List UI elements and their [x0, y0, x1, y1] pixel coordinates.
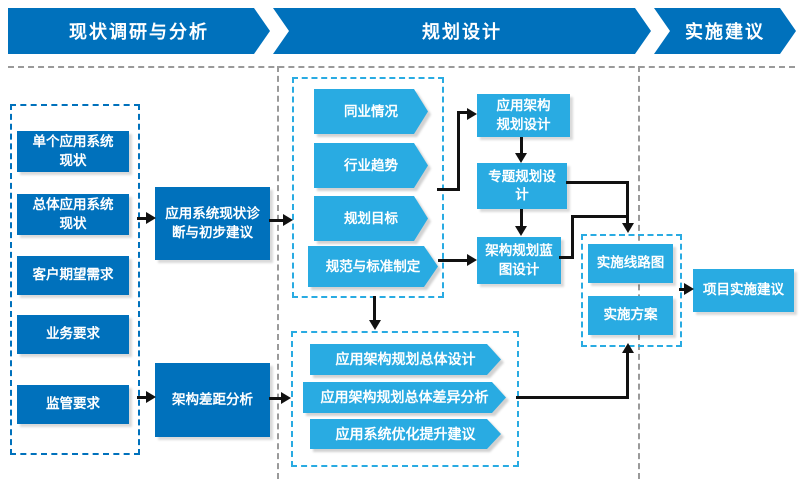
- chevron-optimization-label: 应用系统优化提升建议: [335, 425, 476, 442]
- box-app-arch-design-label: 应用架构 规划设计: [496, 98, 551, 132]
- phase-header: 现状调研与分析 规划设计 实施建议: [8, 8, 796, 54]
- phase-tab-planning: 规划设计: [273, 8, 651, 54]
- connector-blueprint-to-impl-h1: [559, 256, 574, 259]
- box-impl-plan: 实施方案: [588, 296, 673, 335]
- connector-special-to-blueprint: [520, 209, 523, 227]
- box-customer-expectations: 客户期望需求: [17, 256, 129, 295]
- box-roadmap-label: 实施线路图: [596, 255, 665, 271]
- survey-inputs-group: [10, 104, 140, 455]
- chevron-industry-trends-label: 行业趋势: [344, 157, 398, 173]
- arrowhead-impl-to-proposal: [684, 283, 694, 295]
- connector-research-to-overall: [373, 296, 376, 322]
- box-regulatory-requirements: 监管要求: [17, 385, 129, 424]
- arrowhead-diagnosis-to-research: [283, 214, 293, 226]
- arrowhead-inputs-to-gap: [146, 391, 156, 403]
- chevron-industry-peers: 同业情况: [314, 89, 428, 134]
- box-overall-app-status: 总体应用系统 现状: [17, 194, 129, 235]
- phase-tab-implementation: 实施建议: [654, 8, 796, 54]
- box-regulatory-requirements-label: 监管要求: [46, 396, 100, 412]
- box-impl-plan-label: 实施方案: [603, 307, 658, 323]
- phase-implementation-label: 实施建议: [685, 22, 765, 42]
- connector-diagnosis-to-research: [269, 219, 284, 222]
- connector-inputs-to-gap: [137, 396, 148, 399]
- box-gap-analysis-label: 架构差距分析: [172, 391, 253, 407]
- connector-overall-to-impl-h: [516, 396, 629, 399]
- box-overall-app-status-label: 总体应用系统 现状: [32, 197, 114, 231]
- chevron-planning-goals: 规划目标: [314, 196, 428, 241]
- arrowhead-overall-to-impl: [622, 343, 634, 353]
- box-gap-analysis: 架构差距分析: [155, 363, 270, 437]
- connector-archdesign-to-special: [520, 137, 523, 154]
- chevron-overall-gap: 应用架构规划总体差异分析: [303, 382, 506, 413]
- box-roadmap: 实施线路图: [588, 244, 673, 283]
- phase-tab-survey: 现状调研与分析: [8, 8, 270, 54]
- box-special-planning: 专题规划设 计: [477, 163, 567, 209]
- phase-survey-label: 现状调研与分析: [69, 22, 209, 42]
- arrowhead-gap-to-overall: [281, 392, 291, 404]
- box-project-proposal: 项目实施建议: [693, 269, 794, 312]
- arrowhead-standards-to-blueprint: [467, 254, 477, 266]
- arrowhead-archdesign-to-special: [515, 153, 527, 163]
- chevron-overall-gap-label: 应用架构规划总体差异分析: [320, 389, 489, 406]
- chevron-overall-design-label: 应用架构规划总体设计: [335, 351, 476, 368]
- connector-blueprint-to-impl-v: [571, 215, 574, 259]
- connector-research-to-archdesign-h2: [457, 111, 468, 114]
- chevron-industry-peers-label: 同业情况: [344, 103, 398, 119]
- arrowhead-inputs-to-diagnosis: [146, 212, 156, 224]
- connector-standards-to-blueprint: [438, 259, 468, 262]
- box-special-planning-label: 专题规划设 计: [488, 168, 556, 202]
- connector-impl-to-proposal: [679, 288, 687, 291]
- box-customer-expectations-label: 客户期望需求: [32, 267, 114, 283]
- box-business-requirements-label: 业务要求: [46, 326, 100, 342]
- box-status-diagnosis: 应用系统现状诊 断与初步建议: [155, 187, 270, 260]
- lane-divider-horizontal: [8, 66, 795, 68]
- arrowhead-to-impl-group-top: [622, 223, 634, 233]
- connector-research-to-archdesign-v: [457, 111, 460, 191]
- connector-blueprint-to-impl-h2: [571, 215, 629, 218]
- box-project-proposal-label: 项目实施建议: [703, 282, 784, 298]
- connector-inputs-to-diagnosis: [137, 217, 148, 220]
- box-business-requirements: 业务要求: [17, 315, 129, 354]
- planning-research-group: [292, 77, 444, 298]
- arrowhead-research-to-overall: [369, 320, 381, 330]
- chevron-overall-design: 应用架构规划总体设计: [310, 344, 501, 375]
- box-blueprint-design: 架构规划蓝 图设计: [477, 237, 561, 284]
- planning-overall-group: [291, 331, 519, 467]
- connector-gap-to-overall: [269, 397, 283, 400]
- box-single-app-status-label: 单个应用系统 现状: [32, 134, 114, 168]
- box-blueprint-design-label: 架构规划蓝 图设计: [485, 243, 553, 277]
- arrowhead-research-to-archdesign: [467, 108, 477, 120]
- connector-special-to-impl-h: [566, 181, 629, 184]
- connector-research-to-archdesign-h1: [437, 188, 460, 191]
- chevron-planning-goals-label: 规划目标: [344, 210, 398, 226]
- lane-divider-survey-planning: [277, 66, 279, 479]
- connector-special-to-impl-v: [626, 181, 629, 224]
- box-single-app-status: 单个应用系统 现状: [17, 131, 129, 172]
- phase-planning-label: 规划设计: [422, 22, 502, 42]
- chevron-standards: 规范与标准制定: [308, 246, 438, 287]
- arrowhead-special-to-blueprint: [515, 226, 527, 236]
- chevron-optimization: 应用系统优化提升建议: [310, 419, 501, 449]
- connector-overall-to-impl-v: [626, 352, 629, 399]
- box-app-arch-design: 应用架构 规划设计: [477, 94, 570, 137]
- chevron-standards-label: 规范与标准制定: [325, 258, 421, 274]
- chevron-industry-trends: 行业趋势: [314, 143, 428, 188]
- box-status-diagnosis-label: 应用系统现状诊 断与初步建议: [165, 206, 260, 240]
